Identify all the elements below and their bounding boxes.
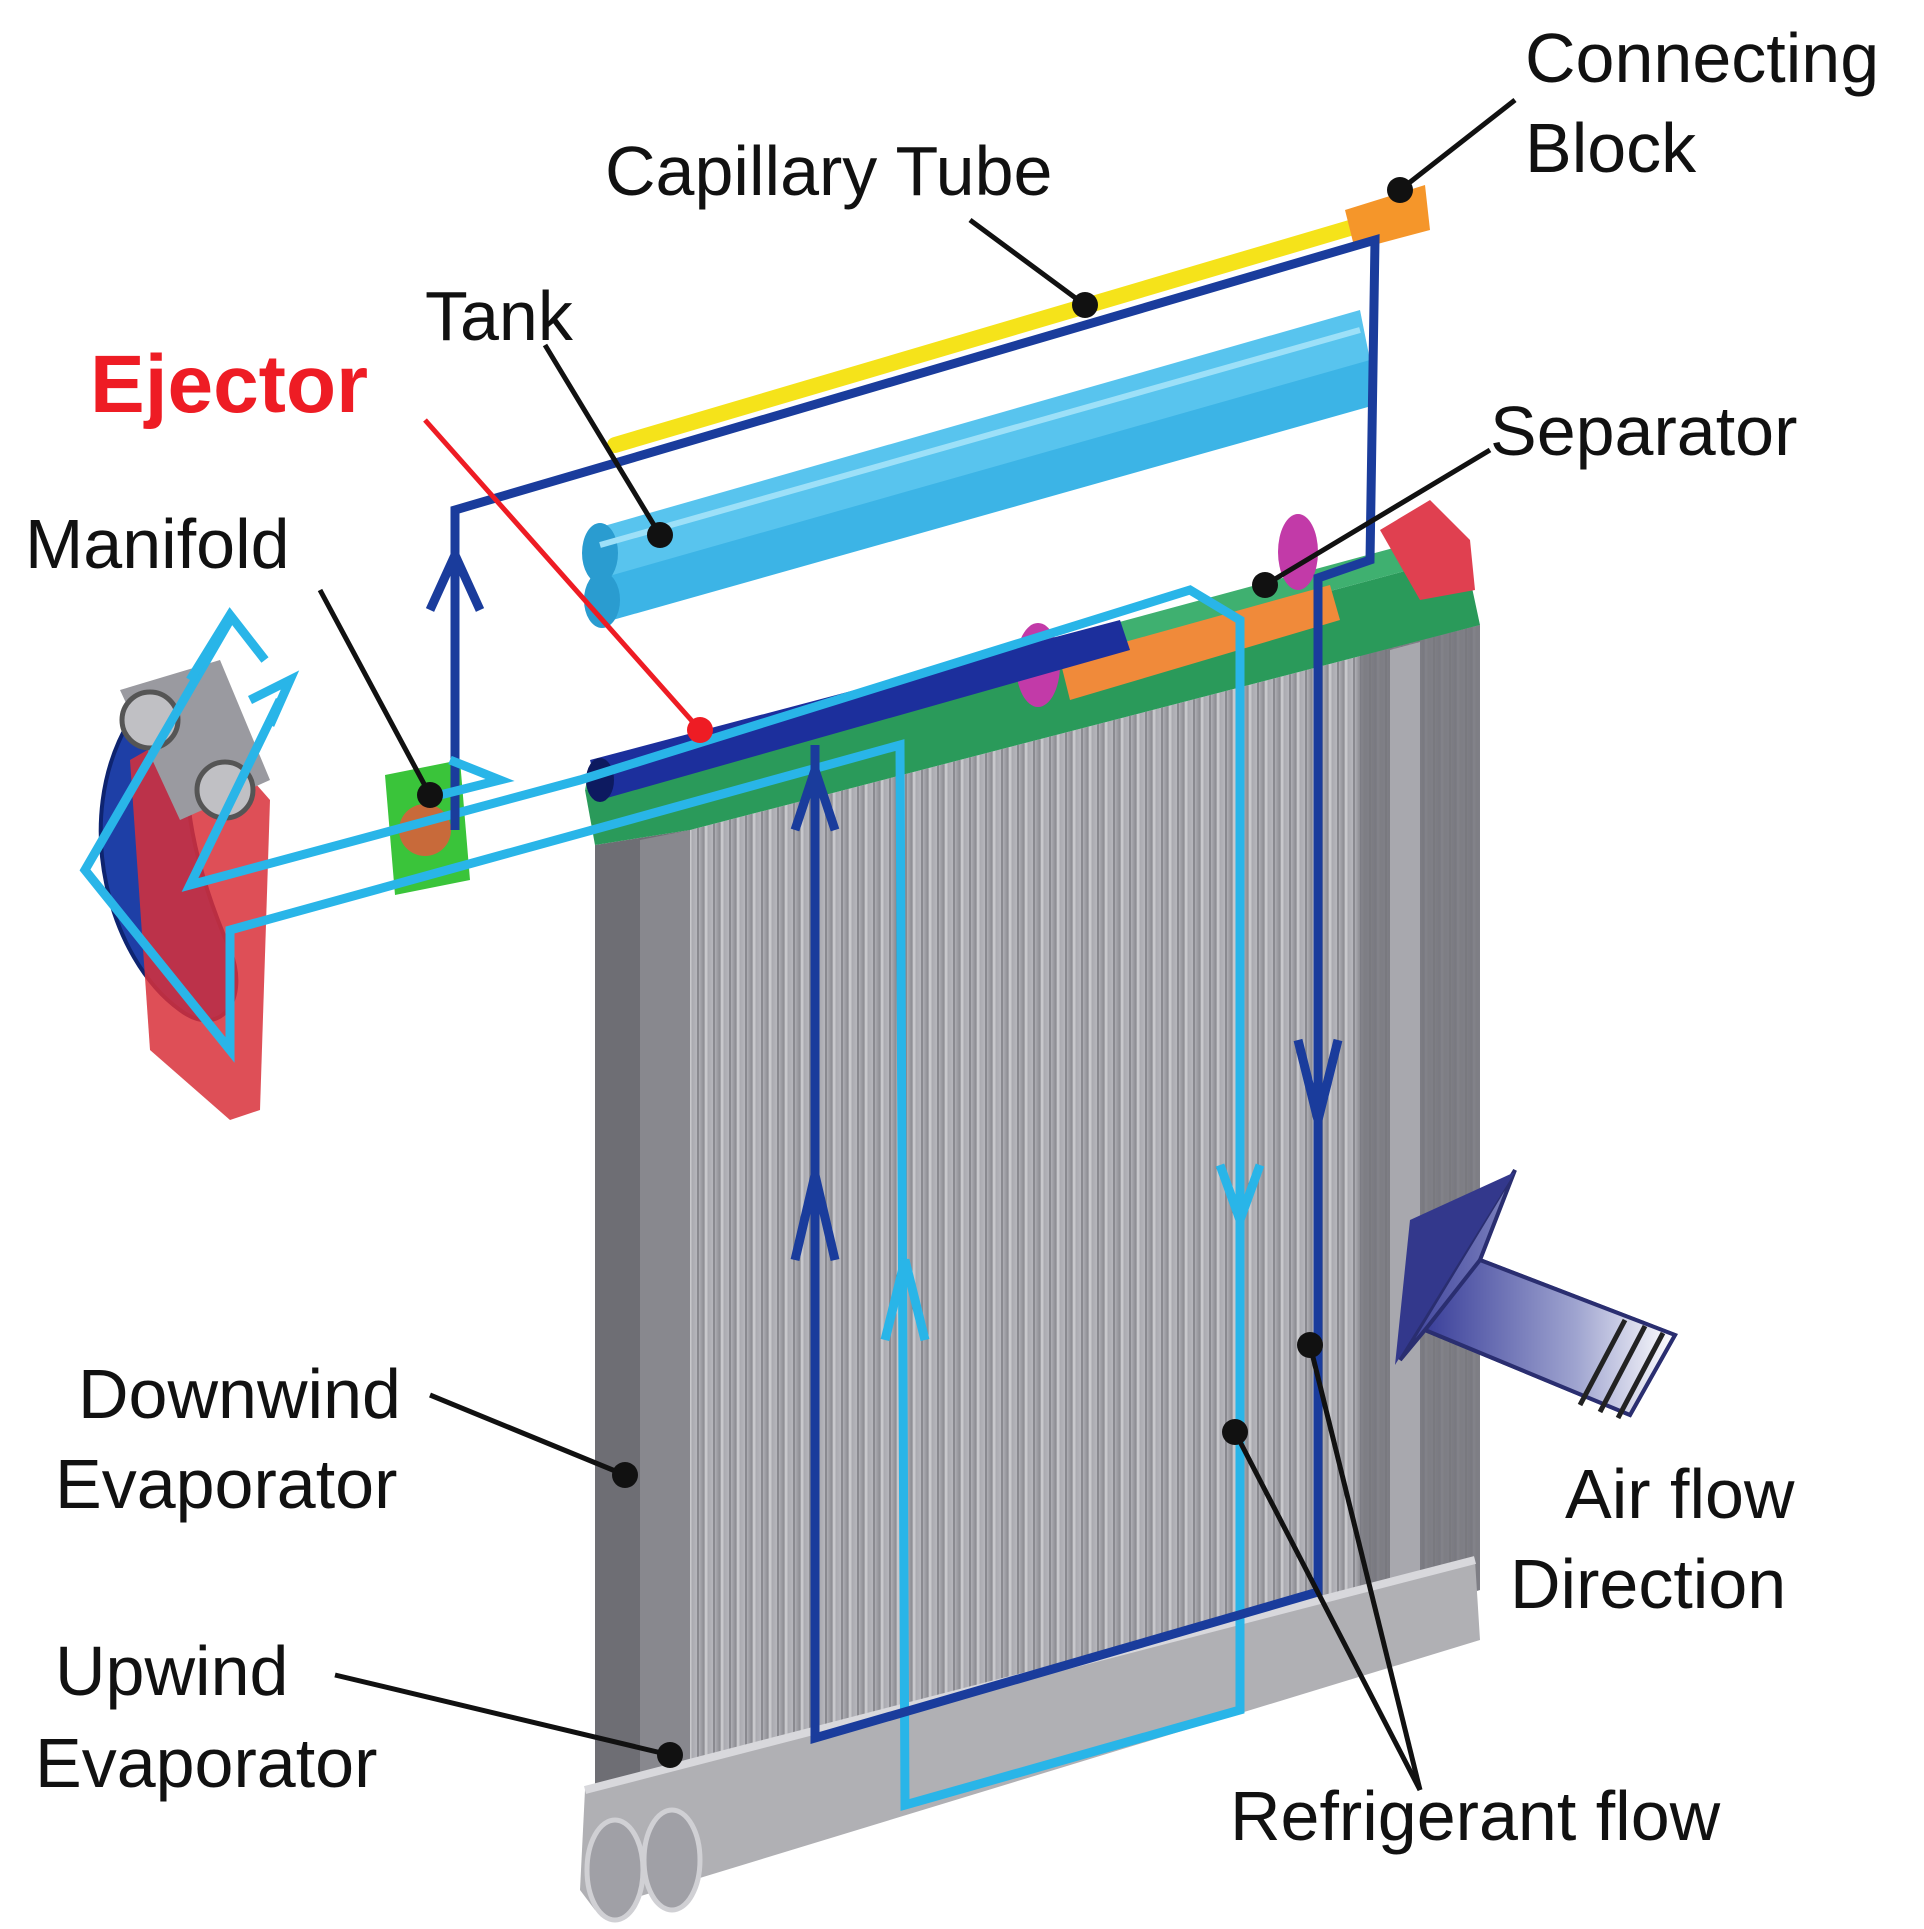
flow-arrowhead-icon (880, 1258, 930, 1342)
dark-flow-line (450, 233, 1380, 1744)
top-header (585, 500, 1480, 845)
flow-arrowhead-icon (790, 1173, 840, 1262)
flow-arrowhead-icon (425, 544, 485, 612)
label-capillary-tube: Capillary Tube (605, 132, 1052, 210)
leader-dot-icon (1072, 292, 1098, 318)
leader-capillary (968, 217, 1087, 308)
leader-downwind (429, 1392, 626, 1478)
right-bracket (1380, 500, 1475, 600)
bottom-tank-end-2 (641, 1807, 703, 1913)
leader-upwind (334, 1672, 671, 1758)
flow-arrowhead-icon (1293, 1038, 1343, 1122)
red-bracket-left (130, 720, 270, 1120)
bottom-tank-end-1 (584, 1817, 646, 1923)
manifold-assembly (98, 660, 470, 1120)
separator-body (1060, 585, 1340, 700)
flow-arrowhead-icon (790, 755, 840, 832)
leader-connecting-block (1398, 98, 1517, 192)
leader-dot-icon (687, 717, 713, 743)
label-tank: Tank (425, 277, 574, 355)
label-refrigerant-flow: Refrigerant flow (1230, 1777, 1721, 1855)
leader-dot-icon (1297, 1332, 1323, 1358)
label-upwind-line1: Upwind (55, 1632, 288, 1710)
leader-dot-icon (1222, 1419, 1248, 1445)
leader-lines (317, 98, 1517, 1792)
flow-arrowhead-icon (186, 607, 269, 683)
flow-arrowhead-icon (1215, 1163, 1265, 1234)
leader-ejector (423, 418, 702, 732)
leader-dot-icon (612, 1462, 638, 1488)
tank-lower-shell (590, 355, 1375, 625)
leader-refrigerant-1 (1232, 1430, 1423, 1792)
leader-dot-icon (417, 782, 443, 808)
tank (582, 310, 1375, 628)
upwind-side-plate (640, 828, 700, 1845)
label-downwind-line2: Evaporator (55, 1445, 397, 1523)
label-manifold: Manifold (25, 505, 290, 583)
flow-arrowhead-icon (247, 670, 300, 727)
tank-end-upper (582, 523, 618, 583)
airflow-arrow-tail (1421, 1257, 1678, 1418)
leader-refrigerant-2 (1307, 1344, 1423, 1791)
leader-dot-icon (1387, 177, 1413, 203)
airflow-arrow-icon (1395, 1168, 1678, 1420)
label-upwind-line2: Evaporator (35, 1724, 377, 1802)
light-flow-line (79, 585, 1245, 1811)
leader-dot-icon (657, 1742, 683, 1768)
tank-upper-shell (590, 310, 1370, 580)
leader-separator (1263, 447, 1492, 588)
airflow-tail-stripe-1 (1577, 1318, 1628, 1407)
bottom-tank (580, 1560, 1480, 1910)
airflow-arrow-head (1395, 1172, 1515, 1365)
label-separator: Separator (1490, 392, 1797, 470)
tank-highlight (599, 327, 1361, 548)
airflow-tail-stripe-3 (1615, 1331, 1666, 1420)
airflow-tail-stripe-2 (1597, 1324, 1648, 1414)
tank-end-lower (584, 572, 620, 628)
flow-arrowhead-icon (438, 755, 515, 800)
label-connecting-block-line1: Connecting (1525, 19, 1879, 97)
leader-dots (417, 177, 1413, 1768)
leader-dot-icon (647, 522, 673, 548)
leader-tank (542, 343, 663, 537)
fitting-2 (1278, 514, 1318, 590)
label-airflow-line2: Direction (1510, 1545, 1786, 1623)
leader-dot-icon (1252, 572, 1278, 598)
label-connecting-block-line2: Block (1525, 109, 1697, 187)
capillary-tube (607, 217, 1368, 453)
label-airflow-line1: Air flow (1565, 1455, 1795, 1533)
label-downwind-line1: Downwind (78, 1355, 401, 1433)
label-ejector: Ejector (90, 339, 368, 430)
leader-manifold (317, 588, 433, 797)
right-side-highlight (1390, 642, 1420, 1615)
connecting-block (1345, 185, 1430, 250)
ejector-body (590, 620, 1130, 800)
flow-arrowheads (186, 544, 1343, 1342)
